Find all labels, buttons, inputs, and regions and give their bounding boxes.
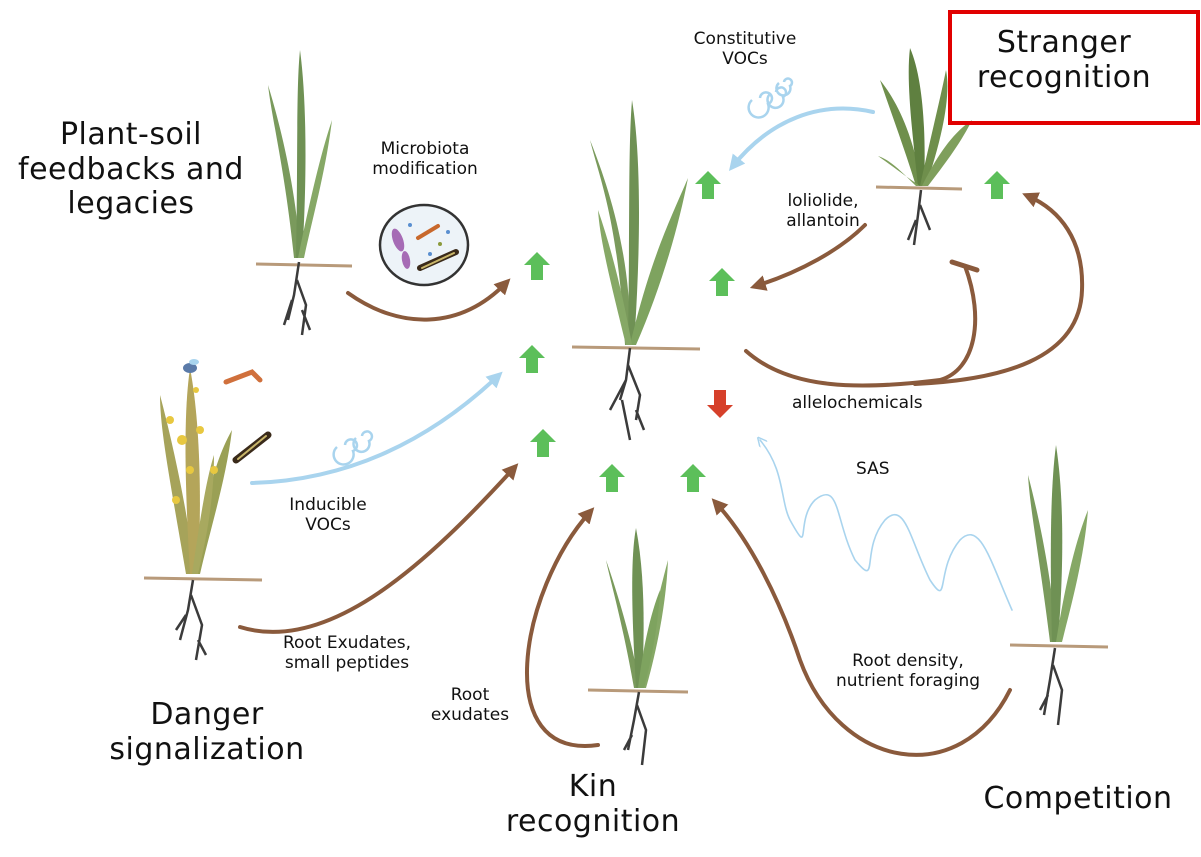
up-arrow-icon [519,345,545,373]
danger-title: Danger signalization [109,697,305,767]
competition-plant [1009,445,1109,726]
loliolide-arrow [749,223,867,291]
root-density-label: Root density, nutrient foraging [835,651,981,691]
plant-soil-plant [255,50,353,336]
allelochemicals-arrow-a [744,264,978,388]
stranger-title: Stranger recognition [976,25,1152,95]
inducible-swirl-icon [332,430,374,466]
central-plant [571,100,701,441]
microbiota-label: Microbiota modification [372,139,478,179]
constitutive-swirl-icon [747,77,794,119]
up-arrow-icon [695,171,721,199]
root-exudates-peptides-label: Root Exudates, small peptides [282,633,412,673]
sas-wave [760,440,1013,611]
effect-arrows [519,171,1010,492]
up-arrow-icon [599,464,625,492]
loliolide-label: loliolide, allantoin [786,191,860,231]
brown-arrows [238,192,1085,757]
down-arrow-icon [707,390,733,418]
up-arrow-icon [709,268,735,296]
microbiota-circle [378,203,470,287]
root-density-arrow [711,498,1012,757]
up-arrow-icon [524,252,550,280]
constitutive-vocs-arrow [728,106,875,171]
microbiota-arrow [346,278,511,322]
voc-swirls [332,77,794,466]
allelochemicals-arrow-b [913,192,1085,386]
kin-plant [587,528,689,766]
allelochemicals-blunt [949,259,980,273]
inducible-vocs-label: Inducible VOCs [289,495,367,535]
kin-title: Kin recognition [505,769,681,839]
constitutive-vocs-label: Constitutive VOCs [693,29,797,69]
blue-arrows [250,106,1013,611]
kin-root-exudates-arrow [525,507,600,748]
stranger-plant [875,48,972,246]
up-arrow-icon [984,171,1010,199]
plant-soil-title: Plant-soil feedbacks and legacies [18,117,244,221]
up-arrow-icon [680,464,706,492]
allelochemicals-label: allelochemicals [792,393,923,413]
competition-title: Competition [983,781,1173,816]
root-exudates-peptides-arrow [238,463,519,634]
up-arrow-icon [530,429,556,457]
inducible-vocs-arrow [250,371,503,485]
root-exudates-label: Root exudates [430,685,510,725]
stranger-recognition-highlight [948,10,1200,125]
danger-plant [143,359,272,661]
sas-label: SAS [856,459,890,479]
